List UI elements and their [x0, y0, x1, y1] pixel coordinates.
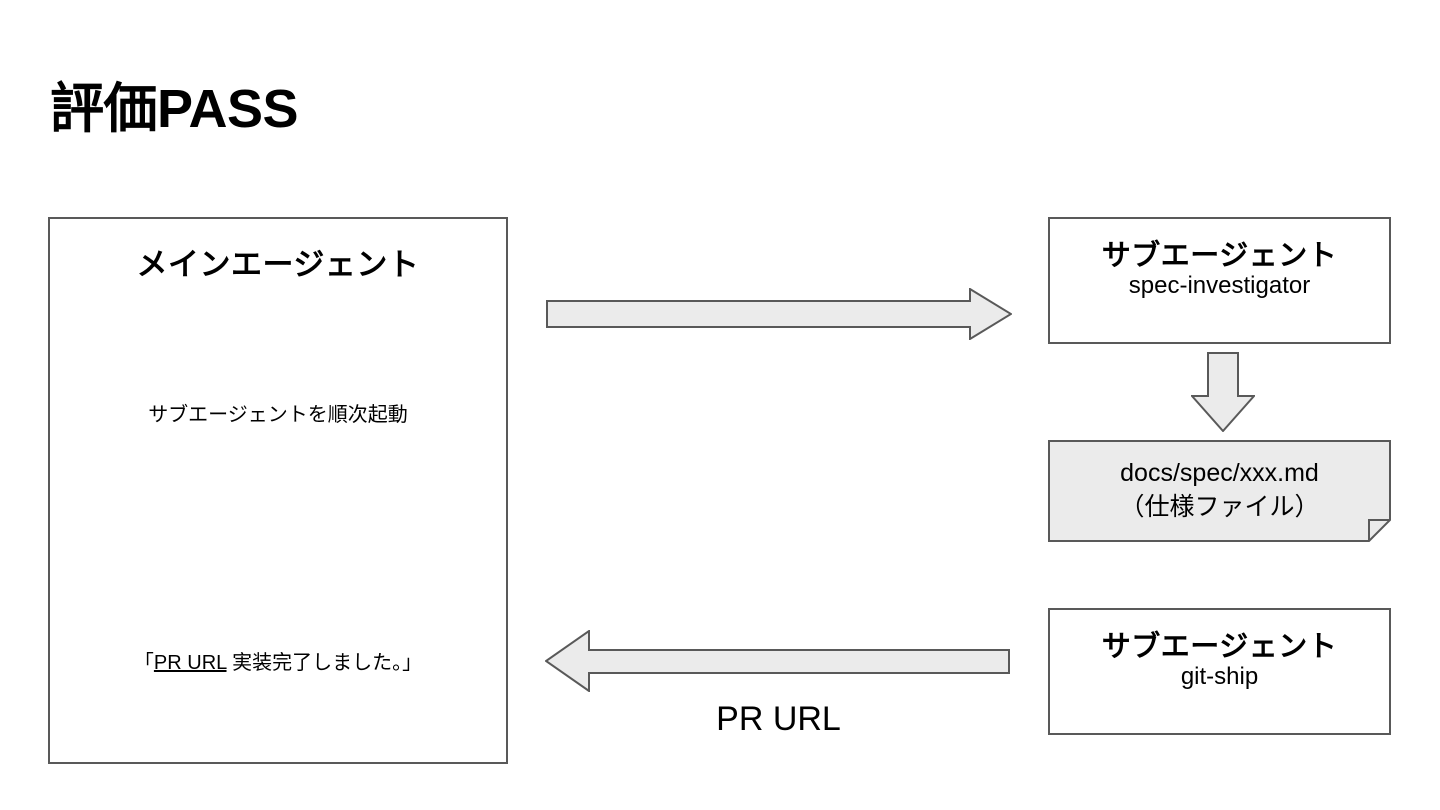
document-shape-icon	[1048, 440, 1391, 542]
arrow-down-icon	[1191, 352, 1255, 432]
spec-file-caption: （仕様ファイル）	[1119, 493, 1320, 521]
sub-agent-git-title: サブエージェント	[1101, 631, 1338, 663]
sub-agent-spec-investigator-box: サブエージェント spec-investigator	[1048, 217, 1391, 344]
report-note-prefix: 「	[133, 652, 154, 674]
sub-agent-git-ship-box: サブエージェント git-ship	[1048, 608, 1391, 735]
main-agent-report-note: 「PR URL 実装完了しました。」	[50, 646, 506, 675]
spec-file-text: docs/spec/xxx.md （仕様ファイル）	[1048, 456, 1391, 524]
arrow-label-pr-url: PR URL	[716, 700, 841, 738]
main-agent-heading: メインエージェント	[136, 247, 420, 282]
page-title: 評価PASS	[50, 79, 299, 139]
sub-agent-git-name: git-ship	[1180, 663, 1259, 690]
arrow-right-icon	[546, 288, 1012, 340]
arrow-left-icon	[545, 630, 1010, 692]
spec-file-path: docs/spec/xxx.md	[1120, 459, 1319, 487]
sub-agent-spec-title: サブエージェント	[1101, 240, 1338, 272]
main-agent-launch-note: サブエージェントを順次起動	[148, 404, 408, 426]
report-note-suffix: 実装完了しました。」	[226, 652, 423, 674]
spec-file-document-shape: docs/spec/xxx.md （仕様ファイル）	[1048, 440, 1391, 542]
pr-url-link[interactable]: PR URL	[153, 652, 227, 674]
main-agent-box: メインエージェント サブエージェントを順次起動 「PR URL 実装完了しました…	[48, 217, 508, 764]
sub-agent-spec-name: spec-investigator	[1128, 272, 1311, 299]
